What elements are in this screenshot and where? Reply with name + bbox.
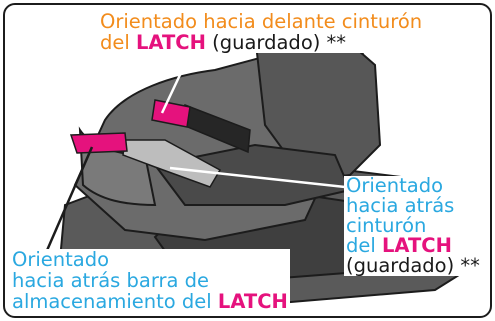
label-top-line1: Orientado hacia delante cinturón [100, 10, 423, 33]
rear-latch-belt [122, 139, 222, 188]
label-bottom-line3-prefix: almacenamiento del [12, 290, 212, 313]
leader-bottom-left [43, 146, 94, 256]
label-forward-latch-belt: Orientado hacia delante cinturón del LAT… [100, 10, 423, 54]
label-right-line3: cinturón [346, 214, 427, 237]
label-bottom-line2: hacia atrás barra de [12, 269, 210, 292]
label-right-line2: hacia atrás [346, 194, 455, 217]
leader-right [169, 166, 346, 189]
rear-storage-bar-connector [69, 132, 128, 154]
label-right-line4-prefix: del [346, 234, 376, 257]
label-right-line1: Orientado [346, 174, 444, 197]
label-bottom-line1: Orientado [12, 248, 110, 271]
label-top-suffix: (guardado) ** [212, 31, 347, 54]
label-bottom-keyword: LATCH [217, 290, 288, 313]
diagram-frame: Orientado hacia delante cinturón del LAT… [3, 3, 492, 318]
leader-top [160, 59, 189, 114]
label-top-line2-prefix: del [100, 31, 130, 54]
label-top-keyword: LATCH [136, 31, 206, 54]
label-right-line5: (guardado) ** [346, 254, 480, 277]
forward-latch-connector [151, 99, 191, 128]
label-right-keyword: LATCH [382, 234, 452, 257]
label-rear-storage-bar: Orientado hacia atrás barra de almacenam… [10, 249, 290, 312]
label-rear-latch-belt: Orientado hacia atrás cinturón del LATCH… [344, 176, 482, 276]
